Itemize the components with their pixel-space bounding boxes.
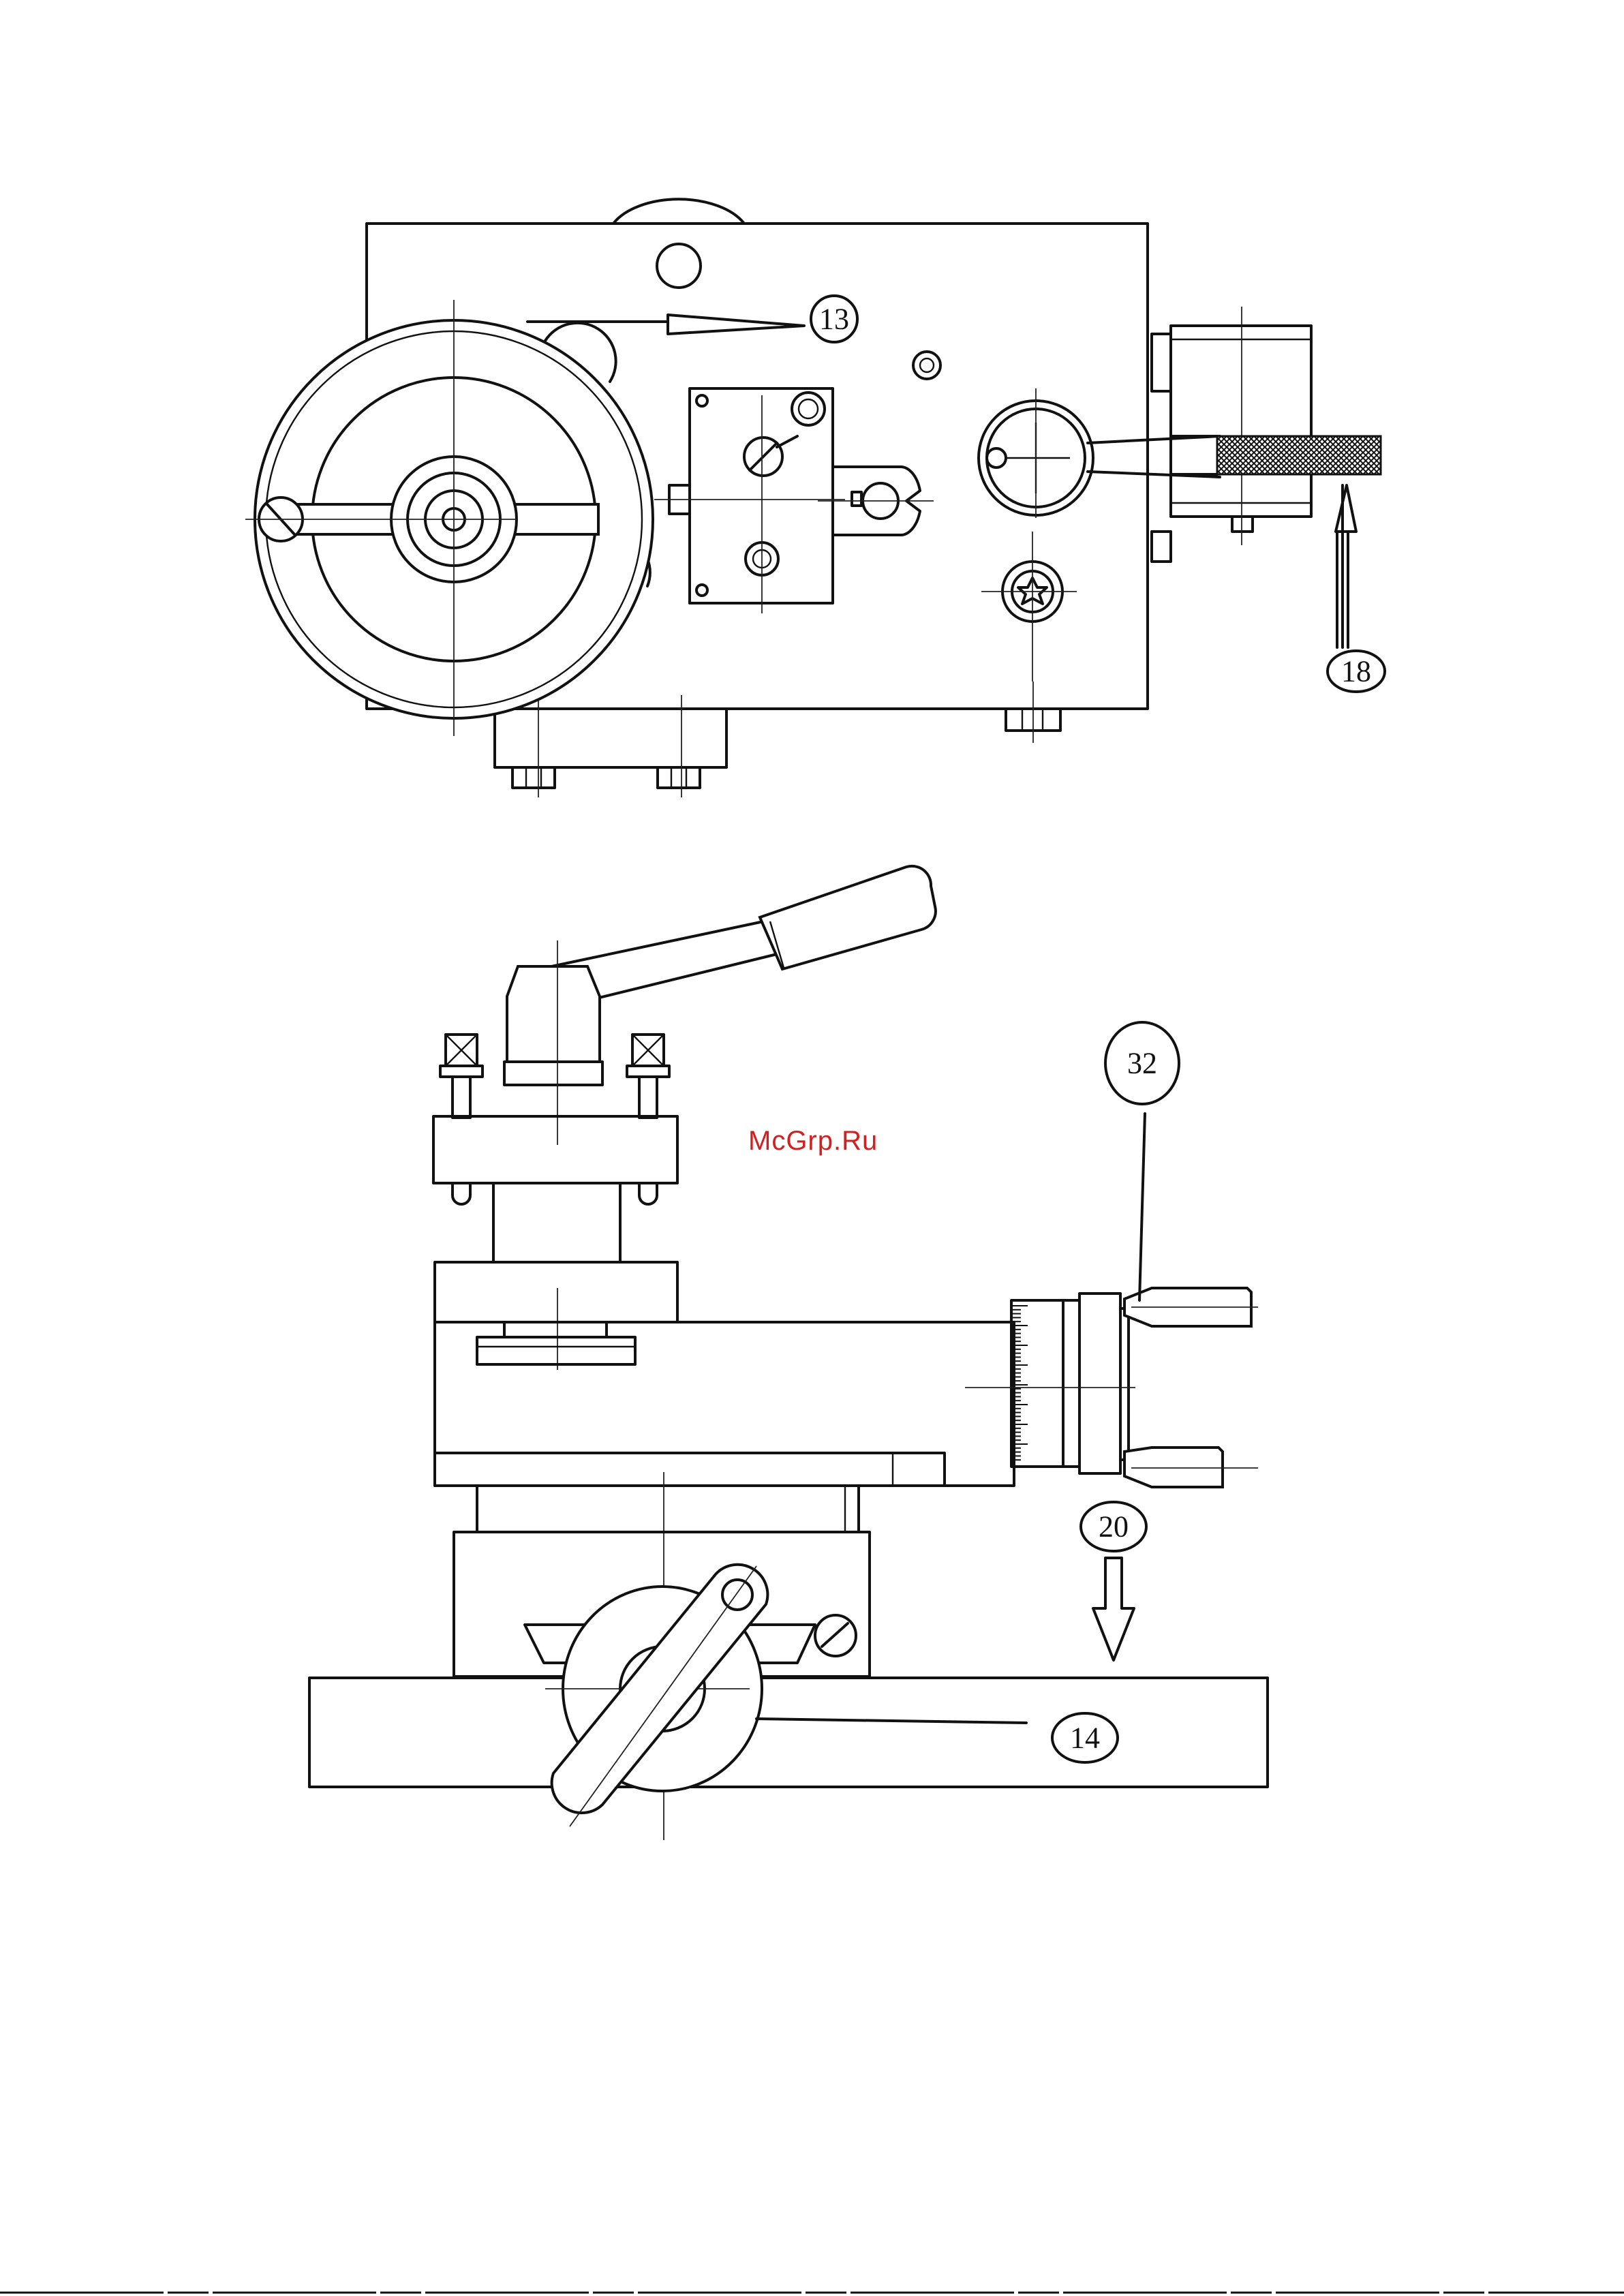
stud-left — [440, 1035, 482, 1204]
callout-13: 13 — [527, 296, 857, 342]
lever-pivot — [979, 388, 1220, 518]
side-view-toolpost: 32 20 14 — [309, 866, 1268, 1840]
callout-label-14: 14 — [1070, 1721, 1100, 1755]
callout-label-18: 18 — [1341, 655, 1371, 688]
callout-label-13: 13 — [819, 303, 849, 336]
hex-nut-bottom-left — [512, 767, 555, 788]
callout-20: 20 — [1081, 1502, 1146, 1660]
callout-label-20: 20 — [1099, 1510, 1129, 1544]
callout-label-32: 32 — [1127, 1047, 1157, 1080]
callout-18: 18 — [1328, 485, 1385, 692]
star-knob — [981, 532, 1077, 682]
callout-32: 32 — [1105, 1022, 1179, 1300]
graduated-dial — [965, 1288, 1258, 1487]
watermark-text: McGrp.Ru — [748, 1126, 878, 1157]
hex-nut-bottom-mid — [658, 767, 700, 788]
half-nut-block — [654, 388, 934, 613]
top-view-apron: 13 18 — [245, 199, 1385, 797]
callout-14: 14 — [756, 1713, 1118, 1762]
handwheel — [245, 300, 653, 736]
side-cylinder — [1152, 307, 1381, 562]
stud-right — [627, 1035, 669, 1204]
